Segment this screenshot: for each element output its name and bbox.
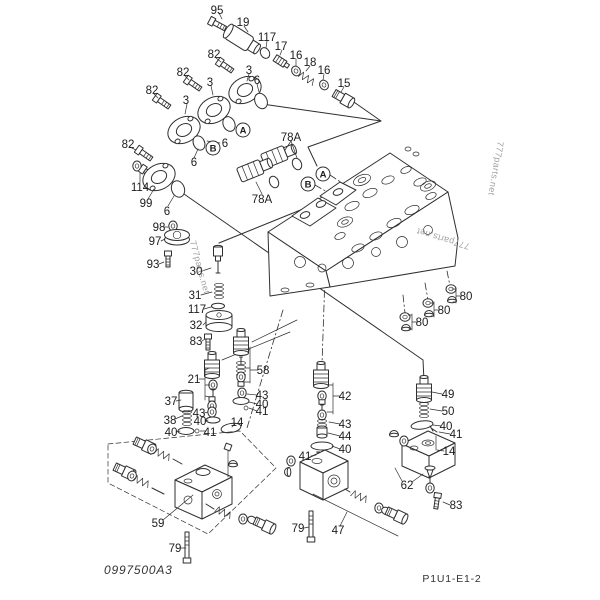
part-number-label: 38 [164, 415, 177, 427]
part-number-label: 17 [275, 41, 288, 53]
part-number-label: 58 [257, 365, 270, 377]
part-number-label: 79 [292, 523, 305, 535]
part-number-label: 40 [165, 427, 178, 439]
part-number-label: 31 [189, 290, 202, 302]
part-number-label: 40 [194, 416, 207, 428]
part-number-label: 41 [299, 451, 312, 463]
part-number-label: 98 [153, 222, 166, 234]
part-number-label: 41 [450, 429, 463, 441]
part-number-label: 62 [401, 480, 414, 492]
part-number-label: 6 [191, 157, 197, 169]
part-number-label: 43 [193, 408, 206, 420]
leader-lines [129, 12, 462, 549]
part-number-label: 47 [332, 525, 345, 537]
part-number-label: 82 [122, 139, 135, 151]
part-number-label: 6 [222, 138, 228, 150]
part-number-label: 49 [442, 389, 455, 401]
part-number-label: 82 [208, 49, 221, 61]
part-number-label: 40 [440, 421, 453, 433]
section-ref-circle [300, 176, 316, 192]
part-number-label: 80 [460, 291, 473, 303]
part-number-label: 44 [339, 431, 352, 443]
sheet-code: P1U1-E1-2 [422, 573, 481, 585]
part-number-label: 80 [416, 317, 429, 329]
relief-valve-column [204, 244, 233, 351]
section-ref-letter: A [240, 126, 247, 137]
section-ref-letter: B [305, 180, 312, 191]
section-ref-letter: B [210, 144, 217, 155]
part-number-label: 117 [258, 32, 276, 44]
part-number-label: 82 [146, 85, 159, 97]
part-labels-layer: 9519117171618161582382382366668211499989… [122, 5, 473, 555]
bottom-right-valve-group [389, 375, 456, 510]
part-number-label: 3 [183, 95, 189, 107]
part-number-label: 43 [339, 419, 352, 431]
part-number-label: 40 [256, 399, 269, 411]
part-number-label: 78A [252, 194, 273, 206]
part-number-label: 117 [188, 304, 206, 316]
part-number-label: 16 [290, 50, 303, 62]
watermark-text: 777parts.net [486, 141, 505, 197]
part-number-label: 40 [339, 444, 352, 456]
part-number-label: 15 [338, 78, 351, 90]
part-number-label: 3 [207, 77, 213, 89]
part-number-label: 14 [231, 417, 244, 429]
part-number-label: 97 [149, 236, 162, 248]
part-number-label: 93 [147, 259, 160, 271]
solenoid-group [206, 15, 357, 110]
drawing-number: 0997500A3 [104, 563, 173, 577]
part-number-label: 95 [211, 5, 224, 17]
part-number-label: 78A [281, 132, 302, 144]
part-number-label: 79 [169, 543, 182, 555]
part-number-label: 21 [188, 374, 201, 386]
part-number-label: 43 [256, 390, 269, 402]
part-number-label: 6 [254, 75, 260, 87]
part-number-label: 83 [190, 336, 203, 348]
part-number-label: 18 [304, 57, 317, 69]
part-number-label: 42 [339, 391, 352, 403]
valve-body-59-group [107, 430, 278, 564]
part-number-label: 41 [204, 427, 217, 439]
part-number-label: 3 [246, 65, 252, 77]
part-number-label: 82 [177, 67, 190, 79]
pilot-valve-columns [177, 328, 250, 435]
section-ref-circle [235, 122, 251, 138]
part-number-label: 19 [237, 17, 250, 29]
part-number-label: 99 [140, 198, 153, 210]
bottom-middle-valve-group [284, 361, 410, 543]
section-ref-circle [205, 140, 221, 156]
part-number-label: 80 [438, 305, 451, 317]
part-number-label: 41 [256, 406, 269, 418]
spool-group [235, 140, 303, 189]
part-number-label: 37 [165, 396, 178, 408]
section-ref-letter: A [320, 170, 327, 181]
part-number-label: 83 [450, 500, 463, 512]
part-number-label: 30 [190, 266, 203, 278]
part-number-label: 50 [442, 406, 455, 418]
part-number-label: 114 [131, 182, 150, 194]
flange-group [151, 56, 268, 151]
main-valve-block [267, 146, 459, 297]
part-number-label: 14 [443, 446, 456, 458]
part-number-label: 59 [152, 518, 165, 530]
part-number-label: 6 [164, 206, 170, 218]
drawing-art [107, 12, 462, 564]
section-ref-circle [315, 166, 331, 182]
part-number-label: 32 [190, 320, 203, 332]
part-number-label: 16 [318, 65, 331, 77]
flange-99-group [132, 144, 190, 268]
